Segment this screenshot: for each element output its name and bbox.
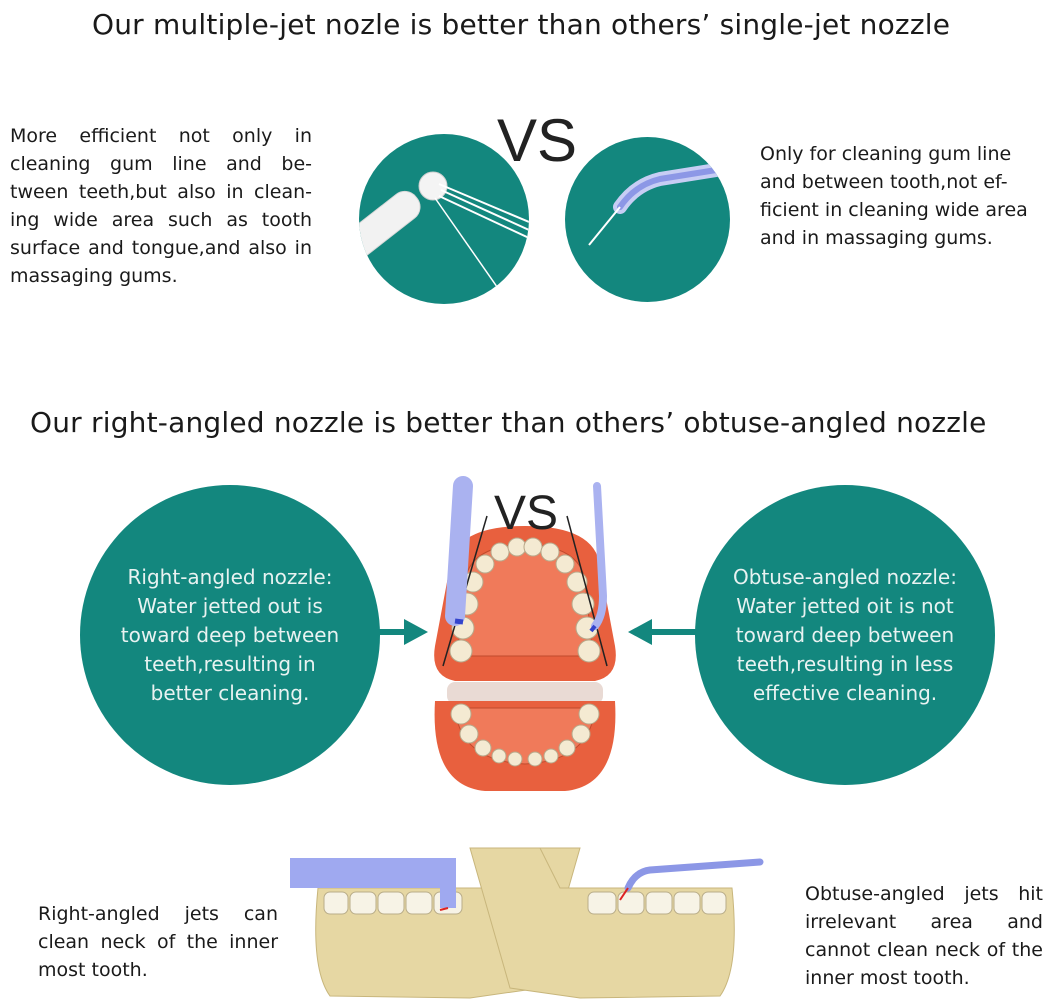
arrow-right-icon — [360, 619, 428, 645]
jawbone-comparison-image — [290, 847, 764, 999]
obtuse-angled-info-text: Obtuse-angled nozzle: Water jetted oit i… — [733, 564, 957, 705]
section1-heading: Our multiple-jet nozle is better than ot… — [92, 8, 951, 41]
vs-label-middle: VS — [494, 487, 559, 540]
single-jet-nozzle-image — [565, 137, 730, 302]
right-angled-jets-text: Right-angled jets can clean neck of the … — [38, 903, 278, 981]
multi-jet-nozzle-image — [359, 134, 529, 304]
single-jet-nozzle-icon — [588, 160, 730, 246]
dental-model-image — [434, 476, 616, 791]
vs-label-top: VS — [497, 107, 578, 174]
section2-heading: Our right-angled nozzle is better than o… — [30, 406, 987, 439]
right-angled-info-circle: Right-angled nozzle: Water jetted out is… — [80, 485, 380, 785]
multi-jet-description: More efficient not only in cleaning gum … — [10, 125, 312, 287]
arrow-left-icon — [628, 619, 696, 645]
multi-jet-nozzle-icon — [359, 171, 529, 304]
obtuse-angled-jets-text: Obtuse-angled jets hit irrelevant area a… — [805, 883, 1043, 989]
single-jet-description: Only for cleaning gum line and between t… — [760, 143, 1028, 249]
obtuse-angled-info-circle: Obtuse-angled nozzle: Water jetted oit i… — [695, 485, 995, 785]
right-angled-info-text: Right-angled nozzle: Water jetted out is… — [120, 564, 340, 705]
